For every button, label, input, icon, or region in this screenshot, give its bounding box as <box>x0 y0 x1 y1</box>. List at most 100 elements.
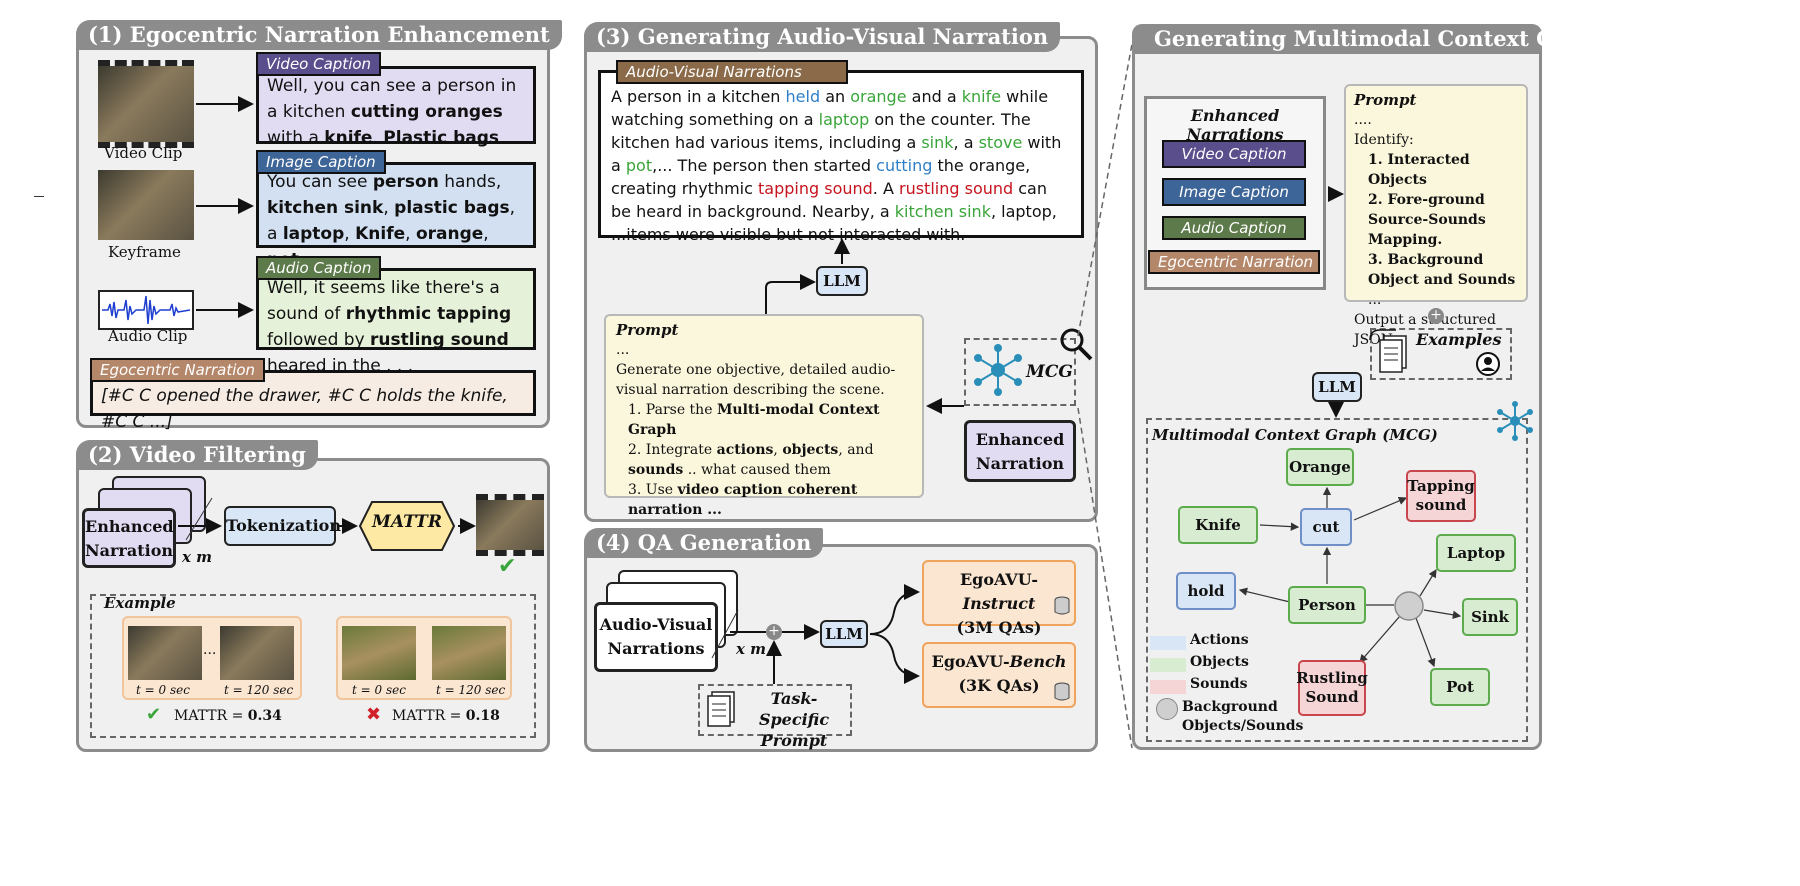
video-caption-tag: Video Caption <box>256 52 382 76</box>
panel3-enhanced-narration: Enhanced Narration <box>964 420 1076 482</box>
document-icon <box>707 691 735 727</box>
example1-score-value: 0.34 <box>247 708 282 724</box>
audio-caption-tag: Audio Caption <box>256 256 382 280</box>
mattr-hexagon <box>358 501 456 551</box>
panel4-llm-box: LLM <box>820 620 868 648</box>
audio-caption-segment: Well, it seems like there's a sound of <box>267 278 500 324</box>
video-caption-box: Well, you can see a person in a kitchen … <box>256 66 536 174</box>
av-narrations-text: A person in a kitchen held an orange and… <box>611 87 1061 244</box>
panel3-prompt-item2: 2. Integrate actions, objects, and sound… <box>616 440 912 480</box>
prompt-item2-actions: actions <box>716 442 774 458</box>
keyframe-thumbnail <box>98 170 194 240</box>
prompt-item3-bold: video caption coherent narration ... <box>628 482 858 518</box>
mcg-prompt-item3-suffix: ... <box>1368 292 1382 308</box>
panel3-prompt-box: Prompt ... Generate one objective, detai… <box>604 314 924 518</box>
keyframe-label: Keyframe <box>108 243 181 261</box>
example1-t1: t = 120 sec <box>224 683 294 697</box>
av-narration-segment: held <box>785 87 821 106</box>
instruct-italic: Instruct <box>962 594 1036 613</box>
legend-actions-label: Actions <box>1190 632 1249 648</box>
mcg-prompt-item3-bold: 3. Background Object and Sounds <box>1368 252 1516 288</box>
examples-box <box>1370 328 1512 380</box>
av-narration-segment: , a <box>953 133 979 152</box>
example2-frame-start <box>342 626 416 680</box>
panel3-prompt-intro: Generate one objective, detailed audio-v… <box>616 362 896 398</box>
panel2-title: (2) Video Filtering <box>76 440 318 470</box>
example2-t1: t = 120 sec <box>436 683 506 697</box>
image-caption-tag: Image Caption <box>256 150 386 174</box>
video-caption-segment: knife <box>324 128 373 148</box>
image-caption-segment: , <box>383 198 395 218</box>
margin-dash <box>34 196 44 197</box>
image-caption-segment: , <box>483 224 489 244</box>
prompt-item1-bold: Multi-modal Context Graph <box>628 402 880 438</box>
user-icon <box>1476 352 1500 376</box>
enhanced-narrations-label: Enhanced Narrations <box>1186 106 1284 144</box>
mcg-prompt-identify: Identify: <box>1354 132 1414 148</box>
panel1-arrows <box>196 96 254 318</box>
av-narration-segment: stove <box>978 133 1023 152</box>
filtered-check-icon: ✔ <box>498 554 517 579</box>
instruct-count: (3M QAs) <box>956 618 1042 637</box>
av-narration-segment: rustling sound <box>899 179 1014 198</box>
av-narration-segment: knife <box>961 87 1002 106</box>
mcg-reference-box <box>964 338 1076 406</box>
instruct-prefix: EgoAVU- <box>959 570 1039 589</box>
example2-score-value: 0.18 <box>465 708 500 724</box>
legend-objects-swatch <box>1150 658 1186 672</box>
av-narration-segment: on the counter. The kitchen had various … <box>611 110 1031 152</box>
av-narration-segment: cutting <box>876 156 933 175</box>
prompt-item2-suffix: .. what caused them <box>683 462 831 478</box>
database-icon-bench <box>1054 682 1070 701</box>
egoavu-instruct-box: EgoAVU- Instruct (3M QAs) <box>922 560 1076 637</box>
video-clip-film <box>98 60 194 148</box>
mcg-graph-edges <box>1238 486 1462 668</box>
node-tapping-sound: Tapping sound <box>1406 470 1476 522</box>
image-caption-segment: laptop <box>282 224 345 244</box>
bench-prefix: EgoAVU- <box>931 652 1010 671</box>
magnifier-icon <box>1060 328 1093 361</box>
mcg-tag-image: Image Caption <box>1162 178 1306 206</box>
zoom-connector-lines <box>1077 43 1133 749</box>
tokenization-box: Tokenization <box>224 506 341 546</box>
image-caption-segment: , <box>405 224 416 244</box>
example2-frame-end <box>432 626 506 680</box>
av-narration-segment: laptop <box>818 110 870 129</box>
video-clip-label: Video Clip <box>104 144 183 162</box>
filtered-video-film <box>476 494 544 556</box>
example1-score: MATTR = 0.34 <box>174 708 282 724</box>
av-narrations-tag: Audio-Visual Narrations <box>616 60 848 84</box>
database-icon-instruct <box>1054 596 1070 615</box>
egocentric-narration-tag: Egocentric Narration <box>90 358 266 382</box>
mcg-prompt-item3: 3. Background Object and Sounds ... <box>1354 250 1518 310</box>
audio-caption-text: Well, it seems like there's a sound of r… <box>267 278 511 376</box>
mcg-prompt-box: Prompt .... Identify: 1. Interacted Obje… <box>1344 84 1528 348</box>
mcg-prompt-title: Prompt <box>1354 91 1417 109</box>
panel3-arrows <box>765 238 964 414</box>
audio-waveform <box>98 290 194 330</box>
egocentric-narration-box: [#C C opened the drawer, #C C holds the … <box>90 370 536 432</box>
node-hold: hold <box>1176 572 1236 610</box>
legend-background-label: Background Objects/Sounds <box>1182 699 1304 734</box>
av-narration-segment: sink <box>921 133 954 152</box>
mcg-tag-audio: Audio Caption <box>1162 216 1306 240</box>
panel5-title: Generating Multimodal Context Graph <box>1132 24 1609 54</box>
background-node <box>1394 591 1424 621</box>
example1-frame-end <box>220 626 294 680</box>
av-narrations-card: Audio-Visual Narrations <box>594 602 718 672</box>
image-caption-segment: hands, <box>438 172 502 192</box>
audio-caption-segment: followed by <box>267 330 371 350</box>
legend-sounds-label: Sounds <box>1190 676 1248 692</box>
panel3-prompt-title: Prompt <box>616 321 679 339</box>
image-caption-segment: , a <box>267 198 516 244</box>
av-narration-segment: kitchen sink <box>894 202 991 221</box>
av-narration-segment: . A <box>872 179 899 198</box>
node-pot: Pot <box>1430 668 1490 706</box>
node-rustling-sound: Rustling Sound <box>1296 660 1368 716</box>
prompt-item2-sep1: , <box>773 442 783 458</box>
legend-actions-swatch <box>1150 636 1186 650</box>
video-clip-thumbnail <box>98 66 194 142</box>
example2-score: MATTR = 0.18 <box>392 708 500 724</box>
image-caption-segment: person <box>372 172 439 192</box>
av-narration-segment: the orange, creating rhythmic <box>611 156 1031 198</box>
